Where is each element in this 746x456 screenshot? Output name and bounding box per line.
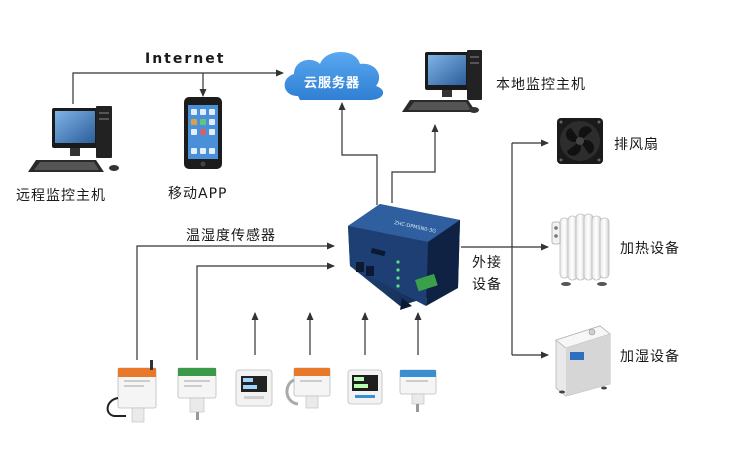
oil-heater-icon (551, 213, 610, 286)
external-device-label-line2: 设备 (472, 277, 502, 293)
sensor-2-icon (177, 367, 217, 420)
local-host-label: 本地监控主机 (496, 77, 586, 93)
sensor-3-icon (235, 369, 273, 407)
humidifier-icon (555, 325, 611, 397)
sensor-line-1 (136, 242, 335, 360)
internet-label: Internet (145, 51, 226, 67)
cloud-server-label: 云服务器 (304, 76, 361, 91)
remote-host-label: 远程监控主机 (16, 188, 106, 204)
connection-lines (72, 69, 549, 360)
sensor-5-icon (347, 369, 383, 405)
mobile-app-label: 移动APP (168, 186, 228, 202)
external-device-label-line1: 外接 (472, 255, 502, 271)
heater-label: 加热设备 (620, 241, 680, 257)
gateway-to-local-host (391, 124, 439, 203)
sensor-label: 温湿度传感器 (186, 228, 276, 244)
remote-monitor-computer-icon (28, 106, 119, 172)
humidifier-label: 加湿设备 (620, 349, 680, 365)
sensor-6-icon (399, 369, 437, 412)
cloud-server-icon (284, 52, 384, 100)
sensor-4-icon (285, 367, 331, 409)
sensor-1-icon (106, 360, 157, 423)
gateway-to-cloud (338, 102, 378, 205)
internet-link (72, 69, 284, 104)
fan-label: 排风扇 (614, 137, 659, 153)
local-monitor-computer-icon (402, 50, 482, 113)
sensor-line-2 (196, 262, 335, 360)
exhaust-fan-icon (557, 118, 603, 164)
mobile-phone-icon (184, 97, 222, 169)
gateway-device-icon: ZHC-DPMSN0-3G (348, 204, 460, 310)
